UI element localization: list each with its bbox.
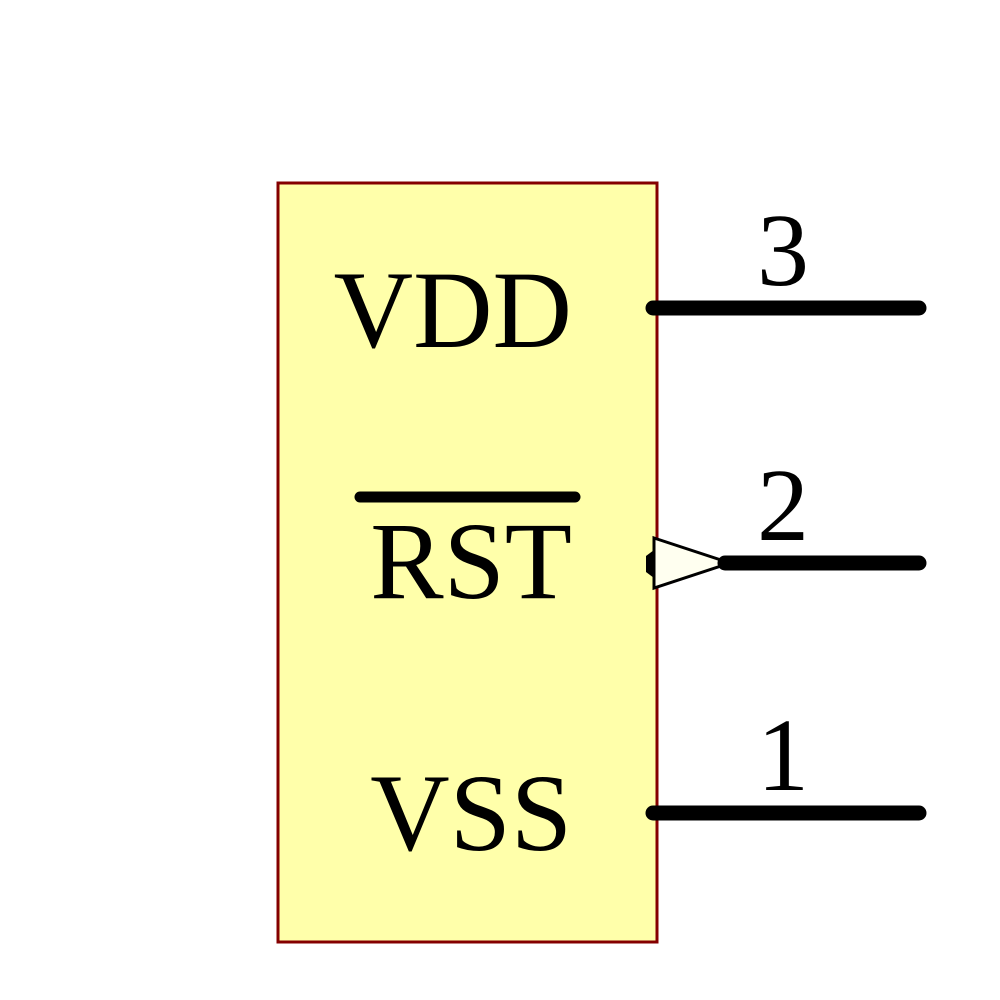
input-triangle-icon xyxy=(652,535,735,591)
pin-vss-number: 1 xyxy=(757,698,809,813)
pin-vss-label: VSS xyxy=(370,752,572,874)
pin-rst-number: 2 xyxy=(757,448,809,563)
pin-vdd-label: VDD xyxy=(334,249,572,371)
pin-rst-nub-icon xyxy=(646,550,654,578)
pin-vdd-group[interactable]: VDD 3 xyxy=(334,193,927,371)
pin-vss-group[interactable]: VSS 1 xyxy=(370,698,927,874)
component-body[interactable] xyxy=(276,181,659,944)
pin-rst-label: RST xyxy=(370,500,572,622)
pin-vdd-number: 3 xyxy=(757,193,809,308)
pin-rst-group[interactable]: RST 2 xyxy=(354,448,927,622)
